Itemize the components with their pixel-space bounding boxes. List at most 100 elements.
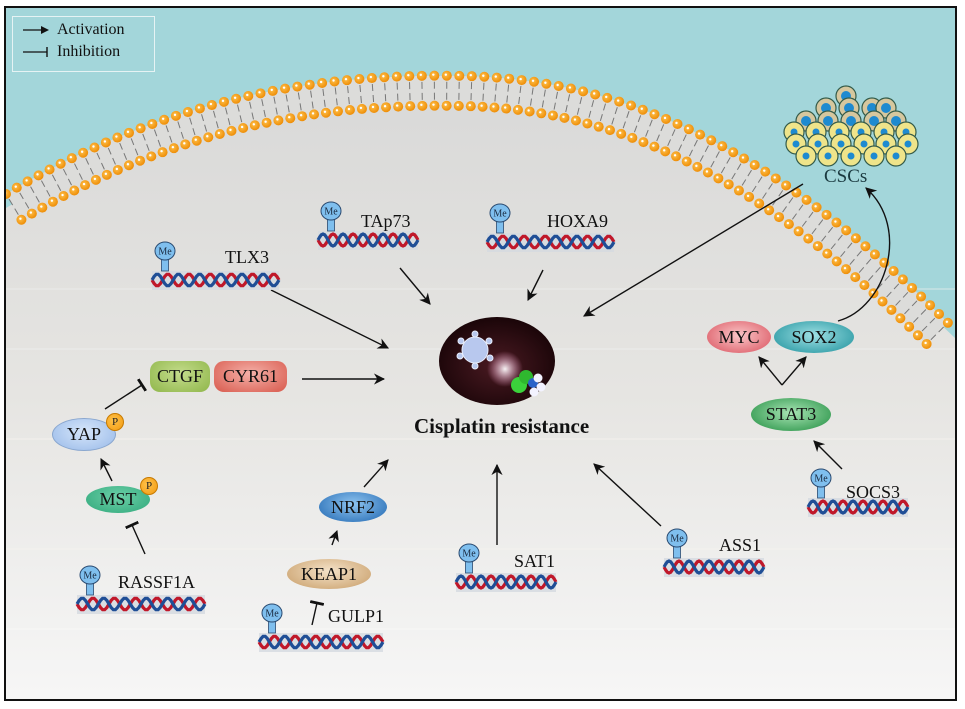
lipid-head <box>803 233 814 244</box>
lipid-head <box>661 113 672 124</box>
lipid-head <box>194 103 205 114</box>
lipid-head <box>123 160 134 171</box>
gene-label-tap73: TAp73 <box>361 211 411 231</box>
lipid-head <box>695 129 706 140</box>
lipid-head <box>489 102 500 113</box>
methyl-label: Me <box>670 534 684 545</box>
lipid-tails <box>189 117 196 136</box>
lipid-tails <box>782 197 794 213</box>
lipid-tails <box>371 83 375 103</box>
lipid-head <box>638 137 649 148</box>
csc-cell <box>840 145 862 167</box>
edge-gulp1-inhibits-keap1 <box>309 600 325 626</box>
edge-stat3-to-sox2 <box>781 356 807 386</box>
methyl-group-icon: Me <box>261 603 283 634</box>
methylated-dna-tap73: Me <box>316 201 420 250</box>
lipid-tails <box>213 110 219 129</box>
lipid-tails <box>30 186 40 203</box>
lipid-head <box>170 110 181 121</box>
dna-strand <box>75 596 207 612</box>
lipid-tails <box>107 147 116 165</box>
protein-sox2-label: SOX2 <box>791 326 837 347</box>
cisplatin-drug-icon <box>439 317 555 405</box>
edge-keap1-to-nrf2 <box>328 529 339 546</box>
lipid-head <box>465 101 476 112</box>
lipid-tails <box>165 125 173 143</box>
cancer-cell-icon <box>456 330 494 370</box>
lipid-head <box>405 101 416 112</box>
edge-stat3-to-myc <box>758 356 783 386</box>
lipid-tails <box>334 87 338 106</box>
lipid-head <box>304 79 315 90</box>
lipid-head <box>593 121 604 132</box>
lipid-tails <box>261 99 266 117</box>
methyl-label: Me <box>83 571 97 582</box>
edge-tap73-to-resistance <box>399 267 431 305</box>
lipid-tails <box>868 266 881 281</box>
lipid-head <box>529 76 540 87</box>
lipid-head <box>66 153 77 164</box>
lipid-tails <box>688 139 698 157</box>
lipid-head <box>89 142 100 153</box>
methyl-group-icon: Me <box>489 203 511 234</box>
lipid-head <box>723 179 734 190</box>
protein-nrf2: NRF2 <box>319 492 387 522</box>
edge-mst-to-yap <box>100 457 113 482</box>
lipid-head <box>841 264 852 275</box>
lipid-head <box>203 132 214 143</box>
lipid-head <box>904 321 915 332</box>
lipid-head <box>590 89 601 100</box>
lipid-head <box>191 135 202 146</box>
lipid-tails <box>396 82 399 101</box>
methyl-group-icon: Me <box>458 543 480 574</box>
protein-keap1-label: KEAP1 <box>300 563 357 584</box>
edge-nrf2-to-resistance <box>363 459 389 488</box>
lipid-head <box>416 70 427 81</box>
lipid-tails <box>553 91 559 110</box>
lipid-tails <box>470 82 473 101</box>
edges <box>100 183 891 626</box>
lipid-tails <box>565 94 571 113</box>
lipid-head <box>683 124 694 135</box>
lipid-head <box>541 78 552 89</box>
lipid-tails <box>622 111 630 129</box>
lipid-head <box>100 137 111 148</box>
lipid-tails <box>153 129 161 147</box>
edge-cscs-to-resistance <box>583 183 804 317</box>
lipid-head <box>627 132 638 143</box>
lipid-tails <box>494 83 497 102</box>
lipid-head <box>69 185 80 196</box>
protein-mst: MST <box>86 486 150 513</box>
lipid-tails <box>142 133 150 151</box>
lipid-head <box>112 164 123 175</box>
lipid-tails <box>482 82 485 101</box>
cisplatin-molecule-icon <box>511 370 546 397</box>
lipid-head <box>907 282 918 293</box>
legend-activation: Activation <box>21 21 125 39</box>
lipid-head <box>760 166 771 177</box>
lipid-head <box>243 90 254 101</box>
lipid-head <box>441 70 452 81</box>
lipid-tails <box>921 317 936 332</box>
lipid-head <box>417 100 428 111</box>
lipid-head <box>783 219 794 230</box>
lipid-tails <box>96 152 105 170</box>
protein-yap-label: YAP <box>66 424 101 444</box>
lipid-tails <box>506 84 510 103</box>
lipid-tails <box>741 169 752 186</box>
lipid-tails <box>821 226 834 242</box>
lipid-tails <box>297 92 302 111</box>
lipid-tails <box>322 88 326 107</box>
methyl-group-icon: Me <box>154 241 176 272</box>
csc-cell <box>817 145 839 167</box>
lipid-head <box>214 128 225 139</box>
lipid-head <box>916 291 927 302</box>
edge-yap-inhibits-ctgf <box>104 378 147 410</box>
cisplatin-resistance-label: Cisplatin resistance <box>414 414 590 438</box>
dna-strand <box>150 272 281 288</box>
protein-stat3-label: STAT3 <box>765 404 817 424</box>
edge-ass1-to-resistance <box>593 463 662 527</box>
gene-label-gulp1: GULP1 <box>328 606 385 626</box>
lipid-tails <box>541 89 546 108</box>
